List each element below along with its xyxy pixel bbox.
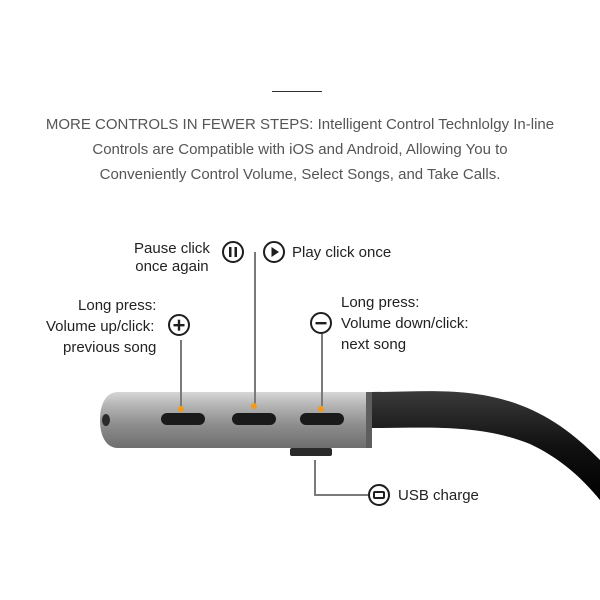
volume-up-button-slot [161,413,205,425]
intro-line-2: Controls are Compatible with iOS and And… [92,141,508,158]
minus-icon [310,312,332,334]
barrel-collar [366,392,372,448]
leader-volume-up [180,340,182,406]
cable-body [372,391,600,500]
indicator-dot-play [251,403,257,409]
play-label: Play click once [292,244,392,261]
intro-line-3: Conveniently Control Volume, Select Song… [99,166,501,183]
leader-volume-down [321,334,323,406]
intro-text: MORE CONTROLS IN FEWER STEPS: Intelligen… [20,112,580,187]
usb-charge-label: USB charge [398,487,479,504]
title-divider [272,91,322,92]
leader-pause-play [254,252,256,406]
volume-down-button-slot [300,413,344,425]
indicator-dot-volume-up [178,406,184,412]
pause-label: Pause click once again [134,240,210,275]
pause-icon [222,241,244,263]
usb-port-icon [368,484,390,506]
leader-usb-horizontal [314,494,368,496]
play-icon [263,241,285,263]
usb-port [290,448,332,456]
leader-usb-vertical [314,460,316,496]
volume-up-label: Long press: Volume up/click: previous so… [46,297,157,356]
barrel-tip [102,414,110,426]
indicator-dot-volume-down [318,406,324,412]
intro-line-1: MORE CONTROLS IN FEWER STEPS: Intelligen… [45,116,555,133]
play-button-slot [232,413,276,425]
neckband-control-illustration [100,391,600,500]
plus-icon [168,314,190,336]
volume-down-label: Long press: Volume down/click: next song [341,294,469,353]
